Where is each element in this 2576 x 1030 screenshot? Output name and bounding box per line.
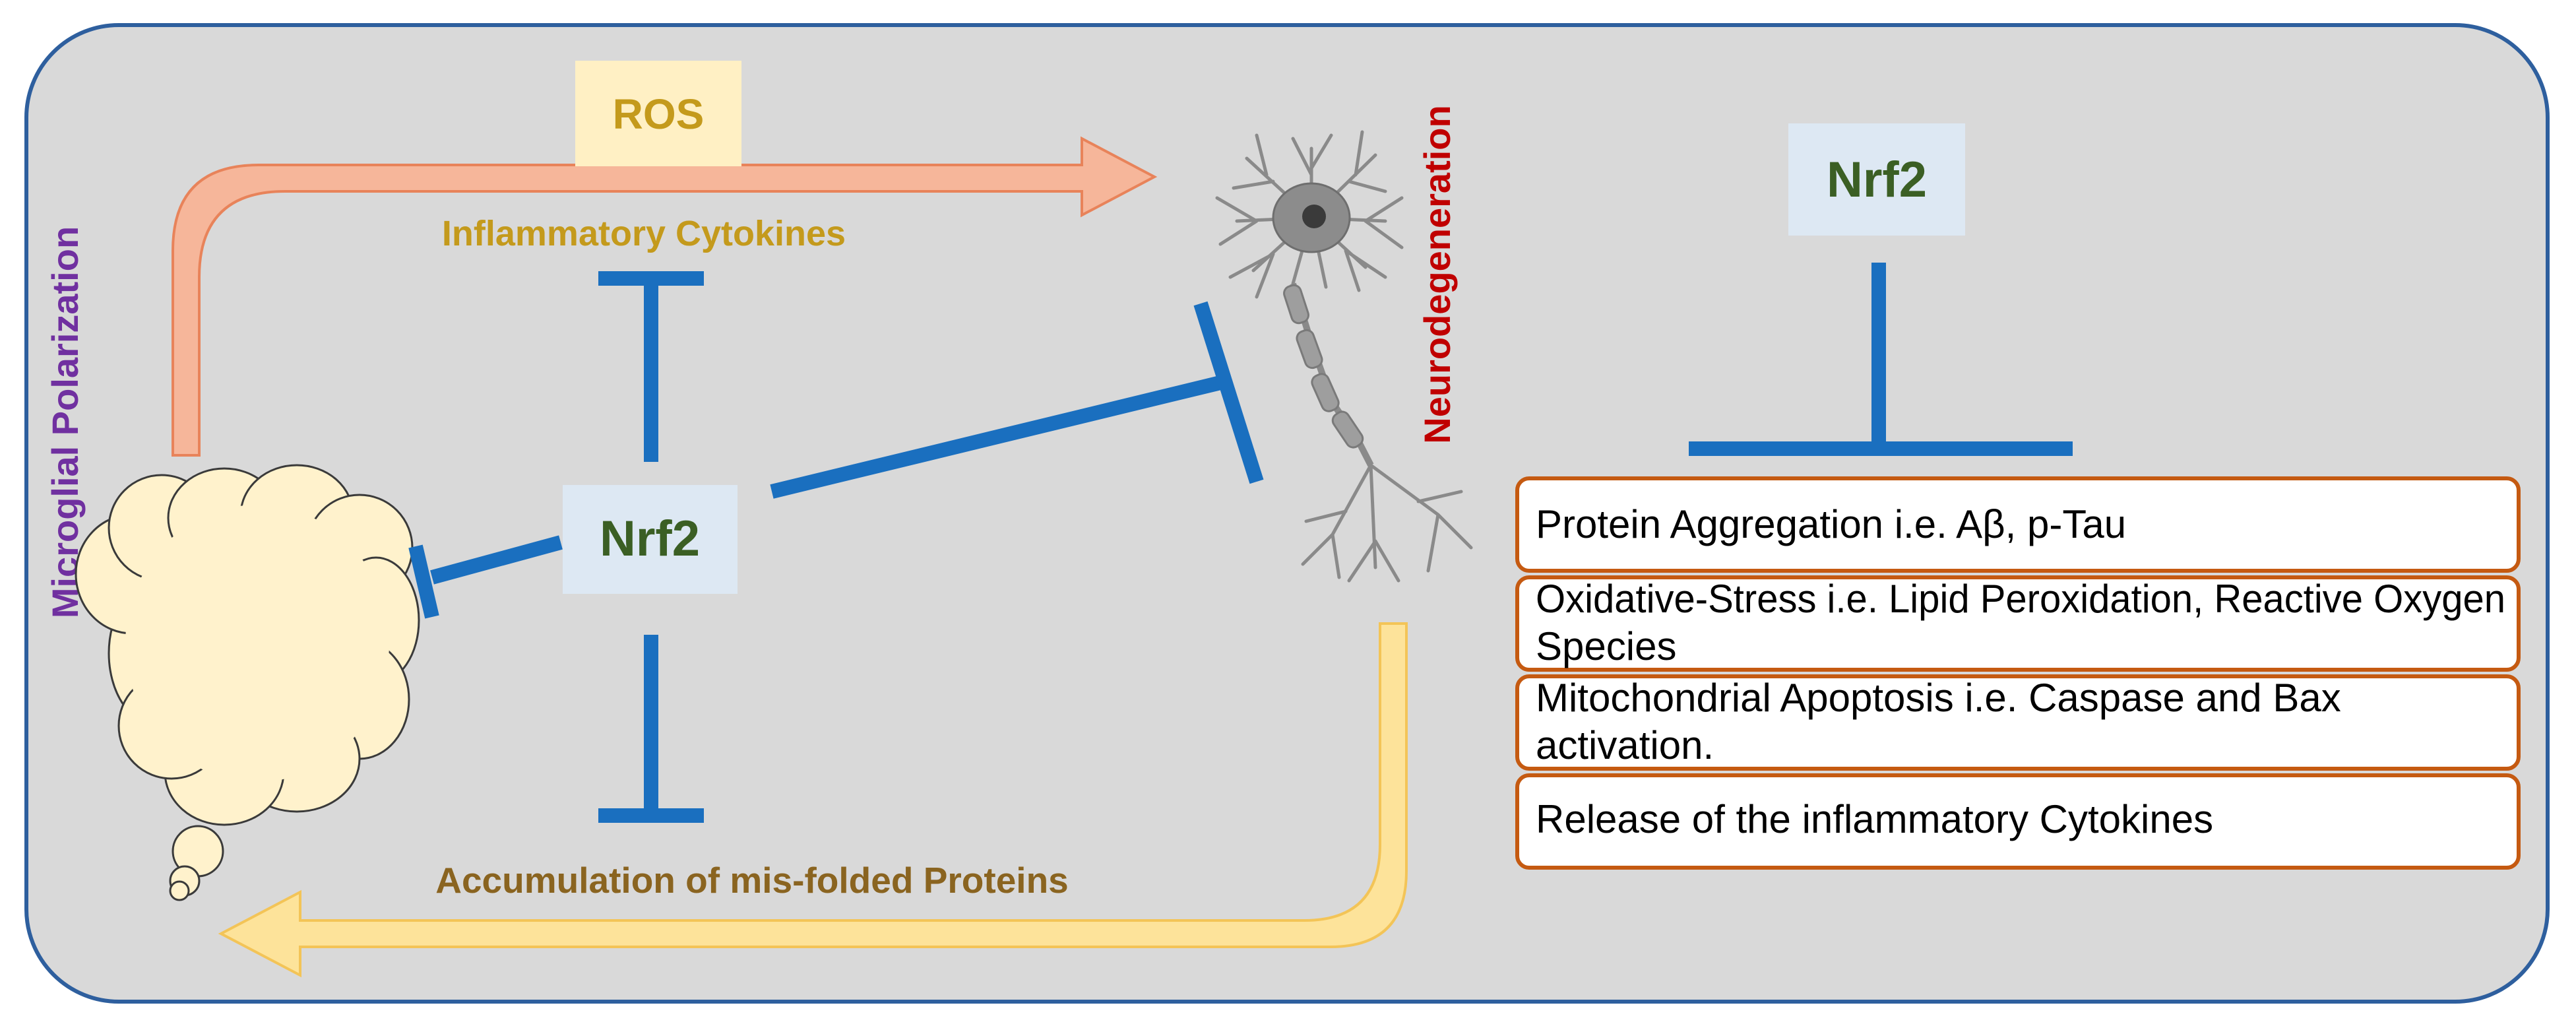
effect-text: Mitochondrial Apoptosis i.e. Caspase and… (1536, 676, 2341, 720)
effect-text: activation. (1536, 723, 1714, 767)
microglia-cloud-icon (75, 464, 420, 901)
misfolded-proteins-label: Accumulation of mis-folded Proteins (435, 860, 1069, 901)
inflammatory-cytokines-label: Inflammatory Cytokines (442, 214, 846, 253)
effect-box (1515, 773, 2521, 870)
effect-text: Oxidative-Stress i.e. Lipid Peroxidation… (1536, 577, 2505, 621)
effect-box (1515, 674, 2521, 771)
neuron-icon (1215, 130, 1473, 583)
nrf2-inhibition-lines (408, 271, 1264, 823)
effect-text: Release of the inflammatory Cytokines (1536, 797, 2213, 841)
effect-box (1515, 575, 2521, 672)
effect-text: Species (1536, 624, 1676, 668)
ros-cytokines-arrow (172, 136, 1158, 457)
nrf2-right-label: Nrf2 (1827, 152, 1927, 208)
nrf2-center-box (563, 485, 738, 594)
misfolded-proteins-arrow (218, 622, 1408, 978)
effects-list: Protein Aggregation i.e. Aβ, p-Tau Oxida… (1515, 476, 2521, 870)
nrf2-right-inhibition (1689, 263, 2073, 456)
nrf2-center-label: Nrf2 (600, 511, 700, 567)
effect-text: Protein Aggregation i.e. Aβ, p-Tau (1536, 502, 2126, 546)
ros-box (575, 61, 741, 166)
effect-box (1515, 476, 2521, 573)
ros-label: ROS (613, 90, 705, 138)
nrf2-right-box (1788, 123, 1965, 236)
neurodegeneration-label: Neurodegeneration (1416, 105, 1458, 443)
